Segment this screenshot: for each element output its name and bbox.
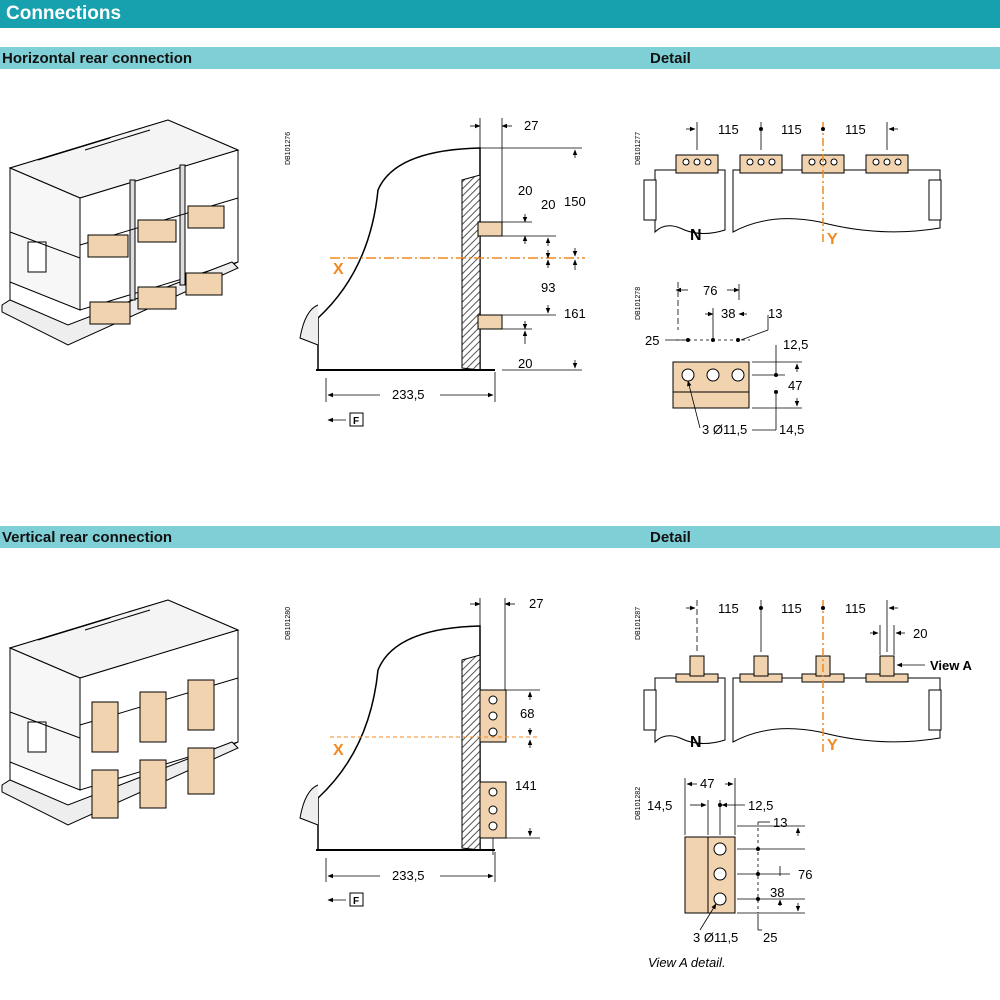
vertical-isometric-view (1, 599, 240, 826)
dim-233-5: 233,5 (392, 387, 425, 402)
section-bar-vertical: Vertical rear connection Detail (0, 526, 1000, 548)
label-n-v: N (690, 734, 702, 751)
section-title-horizontal: Horizontal rear connection (2, 50, 193, 67)
label-n: N (690, 227, 702, 244)
dim-20-v: 20 (913, 626, 927, 641)
horizontal-detail-top: 115 115 115 N Y DB101277 (635, 122, 942, 248)
dim-12-5-v: 12,5 (748, 798, 773, 813)
horizontal-axis-x: X (333, 261, 344, 278)
dim-20a: 20 (518, 183, 532, 198)
vertical-detail-top: 115 115 115 20 View A N Y DB101287 (635, 600, 973, 754)
dim-115a: 115 (718, 122, 739, 137)
code-v-detail-bottom: DB101282 (635, 787, 642, 820)
dim-14-5-v: 14,5 (647, 798, 672, 813)
dim-47: 47 (788, 378, 802, 393)
label-y-v: Y (827, 737, 838, 754)
dim-93: 93 (541, 280, 555, 295)
dim-25: 25 (645, 333, 659, 348)
dim-76: 76 (703, 283, 717, 298)
dim-13: 13 (768, 306, 782, 321)
title-bar: Connections (0, 0, 1000, 28)
dim-13-v: 13 (773, 815, 787, 830)
code-v-side: DB101280 (285, 607, 292, 640)
view-a-caption: View A detail. (648, 955, 726, 970)
dim-12-5: 12,5 (783, 337, 808, 352)
holes-label-v: 3 Ø11,5 (693, 930, 738, 945)
code-h-detail-top: DB101277 (635, 132, 642, 165)
dim-115b-v: 115 (781, 601, 802, 616)
horizontal-isometric-view (1, 119, 240, 346)
section-bar-horizontal: Horizontal rear connection Detail (0, 47, 1000, 69)
horizontal-side-view: X 27 20 20 150 93 161 20 233,5 F DB10127… (285, 118, 586, 427)
dim-20c: 20 (518, 356, 532, 371)
dim-233-5-v: 233,5 (392, 868, 425, 883)
section-title-vertical-detail: Detail (650, 529, 691, 546)
dim-115c-v: 115 (845, 601, 866, 616)
vertical-axis-x: X (333, 742, 344, 759)
dim-38: 38 (721, 306, 735, 321)
dim-20b: 20 (541, 197, 555, 212)
dim-115c: 115 (845, 122, 866, 137)
section-title-vertical: Vertical rear connection (2, 529, 173, 546)
dim-27: 27 (524, 118, 538, 133)
dim-25-v: 25 (763, 930, 777, 945)
dim-14-5: 14,5 (779, 422, 804, 437)
dim-68: 68 (520, 706, 534, 721)
dim-115a-v: 115 (718, 601, 739, 616)
dim-115b: 115 (781, 122, 802, 137)
vertical-side-view: X 27 68 141 233,5 F DB101280 (285, 596, 543, 907)
code-v-detail-top: DB101287 (635, 607, 642, 640)
dim-76-v: 76 (798, 867, 812, 882)
code-h-side: DB101276 (285, 132, 292, 165)
front-marker: F (353, 416, 359, 427)
code-h-detail-bottom: DB101278 (635, 287, 642, 320)
front-marker-v: F (353, 896, 359, 907)
view-a-label: View A (930, 658, 973, 673)
dim-38-v: 38 (770, 885, 784, 900)
dim-150: 150 (564, 194, 586, 209)
horizontal-detail-bottom: 76 38 13 25 12,5 47 3 Ø11,5 14,5 DB10127… (635, 282, 808, 437)
dim-27-v: 27 (529, 596, 543, 611)
page-title: Connections (6, 3, 122, 24)
holes-label: 3 Ø11,5 (702, 422, 747, 437)
section-title-horizontal-detail: Detail (650, 50, 691, 67)
dim-47-v: 47 (700, 776, 714, 791)
dim-161: 161 (564, 306, 586, 321)
vertical-detail-bottom: 47 14,5 12,5 13 76 38 3 Ø11,5 25 DB10128… (635, 776, 812, 945)
label-y: Y (827, 231, 838, 248)
dim-141: 141 (515, 778, 537, 793)
